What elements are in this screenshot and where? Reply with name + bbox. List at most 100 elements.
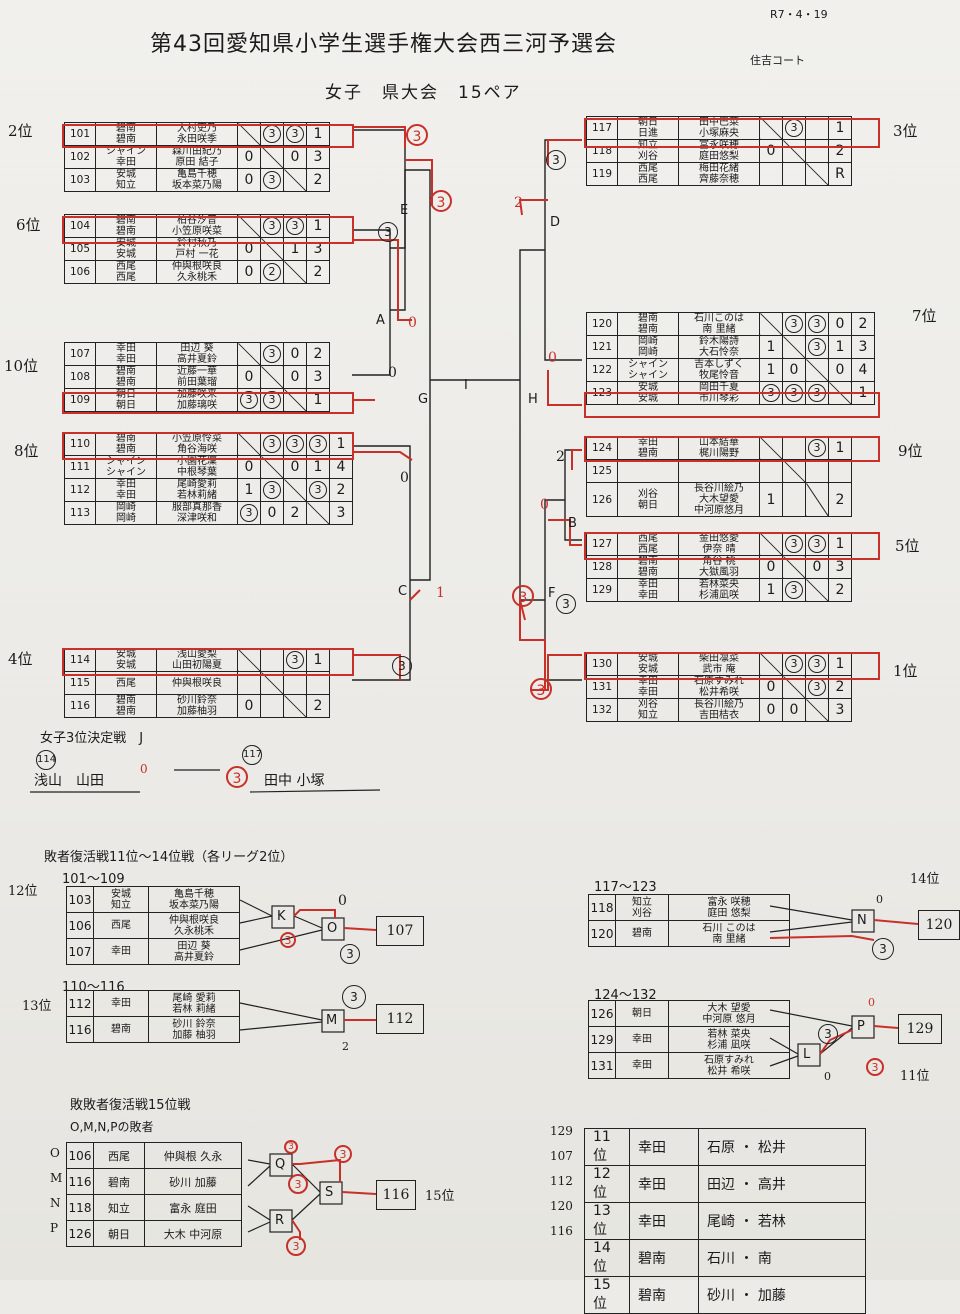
names-cell: 山本結華梶川陽野 [678,436,760,460]
winner-box: 112 [376,1004,424,1034]
club-cell: 幸田 [93,938,149,965]
source-match-letter: O [50,1146,60,1160]
result-entry-number: 129 [550,1124,573,1138]
third-right-score: 3 [226,766,248,788]
bracket-score: 1 [436,585,445,601]
entry-number: 120 [588,920,616,947]
score-cell: 3 [805,312,829,336]
place-label: 8位 [14,442,39,460]
table-row: 12位幸田田辺 ・ 高井 [584,1165,866,1203]
result-entry-number: 120 [550,1199,573,1213]
names-cell: 石川このは南 里緒 [678,312,760,336]
club-cell: 西尾西尾 [617,162,679,186]
bracket-score: 2 [514,195,523,211]
names-cell: 田辺 葵高井夏鈴 [156,342,238,366]
entry-number: 103 [64,168,96,192]
score-cell: 3 [306,145,330,169]
club-cell: 朝日 [93,1220,145,1247]
names-cell: 砂川 ・ 加藤 [698,1276,866,1314]
bracket-letter: D [550,215,561,230]
score-cell [782,335,806,359]
names-cell: 服部真那香深津咲和 [156,501,238,525]
score-cell: 2 [260,260,284,284]
highlight-114 [62,648,354,676]
bracket-letter: G [418,392,429,407]
place-label: 1位 [893,662,918,680]
bracket-letter: P [857,1019,865,1034]
club-cell: シャインシャイン [617,358,679,382]
score-cell: 3 [329,501,353,525]
bracket-score: 3 [378,222,398,242]
club-cell: 碧南 [93,1016,149,1043]
bracket-letter: I [464,378,468,393]
score-cell: 2 [306,168,330,192]
score-cell: 1 [306,122,330,146]
entry-no-circle: 114 [36,750,56,770]
bracket-letter: E [400,203,409,218]
names-cell: 仲與根咲良久永桃禾 [156,260,238,284]
club-cell: 安城知立 [93,886,149,913]
place-label: 6位 [16,216,41,234]
score-cell [805,162,829,186]
names-cell: 富永咲穂庭田悠梨 [678,139,760,163]
result-entry-number: 116 [550,1224,573,1238]
source-match-letter: M [50,1171,63,1185]
names-cell: 長谷川絵乃大木望愛中河原悠月 [678,482,760,517]
entry-number: 112 [64,478,96,502]
entry-number: 117 [586,116,618,140]
group-range: 117～123 [594,880,657,895]
entry-number: 118 [586,139,618,163]
rep-score: 0 [876,893,883,906]
bracket-score: 3 [530,678,552,700]
place-label: 9位 [898,442,923,460]
bracket-score: 3 [512,585,534,607]
third-place-lines [30,769,381,793]
names-cell: 石原すみれ松井 希咲 [668,1052,790,1079]
entry-number: 126 [66,1220,94,1247]
club-cell: 幸田 [615,1026,669,1053]
names-cell: 森川由紀乃原田 結子 [156,145,238,169]
score-cell: 0 [260,501,284,525]
names-cell: 田辺 ・ 高井 [698,1165,866,1203]
place-label: 5位 [895,537,920,555]
score-cell: 0 [759,139,783,163]
entry-number: 118 [66,1194,94,1221]
score-cell [283,168,307,192]
score-cell: 1 [237,478,261,502]
score-cell: 2 [828,578,852,602]
entry-number: 132 [586,698,618,722]
names-cell: 砂川 加藤 [144,1168,242,1195]
club-cell: 安城知立 [95,168,157,192]
names-cell: 仲與根 久永 [144,1142,242,1169]
score-cell: 3 [260,342,284,366]
bracket-score: 0 [540,497,549,513]
rep-score: 0 [338,893,347,909]
bracket-letter: M [326,1013,338,1028]
entry-number: 129 [586,578,618,602]
score-cell [759,312,783,336]
names-cell: 尾崎 ・ 若林 [698,1202,866,1240]
names-cell: 田辺 葵高井夏鈴 [148,938,240,965]
highlight-124 [584,436,880,462]
bracket-score: 3 [392,656,412,676]
club-cell: 幸田 [629,1128,699,1166]
page-title: 第43回愛知県小学生選手権大会西三河予選会 [150,32,617,57]
bracket-score: 2 [556,449,565,465]
bracket-score: 0 [388,365,397,381]
club-cell: 知立刈谷 [615,894,669,921]
third-right-names: 田中 小塚 [264,773,325,789]
third-left-names: 浅山 山田 [34,773,104,789]
entry-number: 120 [586,312,618,336]
